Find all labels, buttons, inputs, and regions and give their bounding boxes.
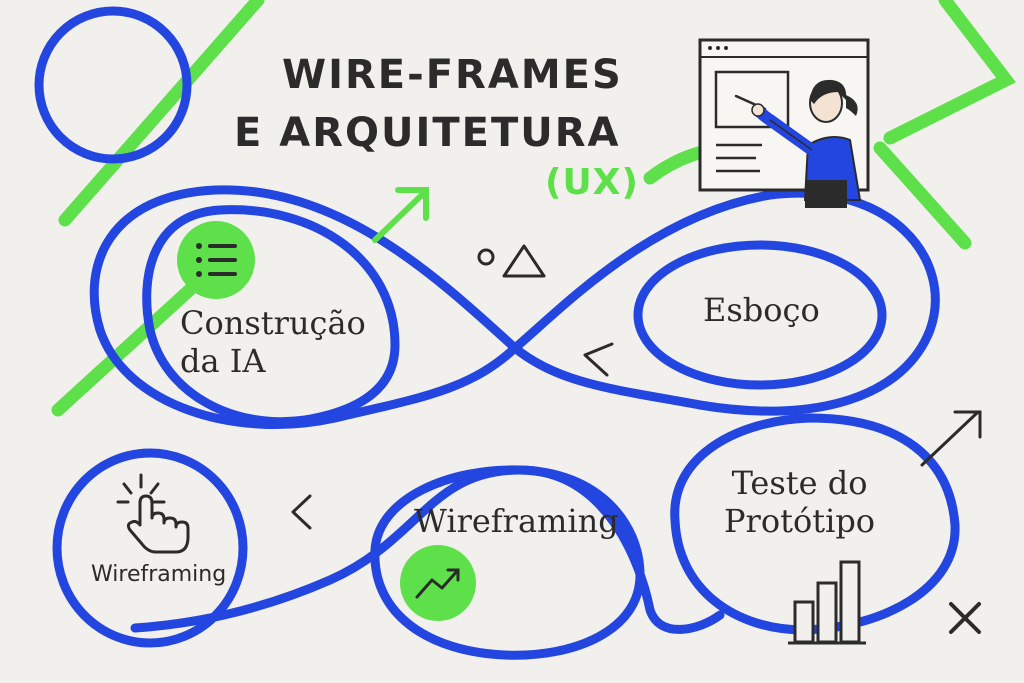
geometric-accents — [291, 244, 614, 530]
green-diagonal-top-left — [58, 0, 265, 227]
person-presenting-icon — [751, 79, 862, 208]
esboco-loop — [633, 240, 887, 390]
node-teste-line-2: Protótipo — [724, 501, 876, 540]
infinity-loop — [89, 185, 940, 429]
green-decorations — [51, 0, 1016, 417]
node-wireframing-center-label: Wireframing — [414, 502, 619, 540]
green-chevron-right — [883, 0, 1016, 145]
chevron-left-icon — [583, 342, 614, 377]
chevron-left-small-icon — [291, 494, 312, 530]
node-esboco-label: Esboço — [703, 291, 820, 329]
title-line-1: WIRE-FRAMES — [282, 52, 623, 98]
arrow-up-right-dark — [920, 410, 982, 467]
node-wireframing-small-label: Wireframing — [91, 562, 227, 587]
infinity-loop-inner-left — [142, 205, 400, 427]
tap-hand-icon — [116, 473, 190, 554]
wireframing-center-loop — [370, 465, 645, 660]
blue-circle-top-left — [34, 6, 192, 164]
close-icon — [949, 602, 981, 634]
green-diagonal-right — [873, 141, 972, 250]
title-line-2: E ARQUITETURA — [234, 110, 621, 156]
node-construcao-line-2: da IA — [180, 341, 266, 380]
bar-chart-icon — [788, 560, 866, 645]
triangle-icon — [502, 244, 546, 278]
wireframing-small-loop — [52, 448, 248, 648]
node-construcao-line-1: Construção — [180, 304, 366, 342]
small-circle-icon — [477, 248, 495, 266]
list-icon — [177, 221, 255, 299]
blue-loops — [34, 6, 960, 660]
trend-up-icon — [400, 545, 476, 621]
green-diagonal-bottom-left — [51, 278, 202, 417]
node-teste-line-1: Teste do — [731, 464, 868, 502]
teste-loop — [670, 413, 960, 635]
arrow-up-right-green — [372, 187, 429, 243]
title-line-3: (UX) — [545, 162, 639, 203]
node-teste-label: Teste do Protótipo — [724, 464, 876, 541]
node-construcao-label: Construção da IA — [180, 304, 366, 381]
